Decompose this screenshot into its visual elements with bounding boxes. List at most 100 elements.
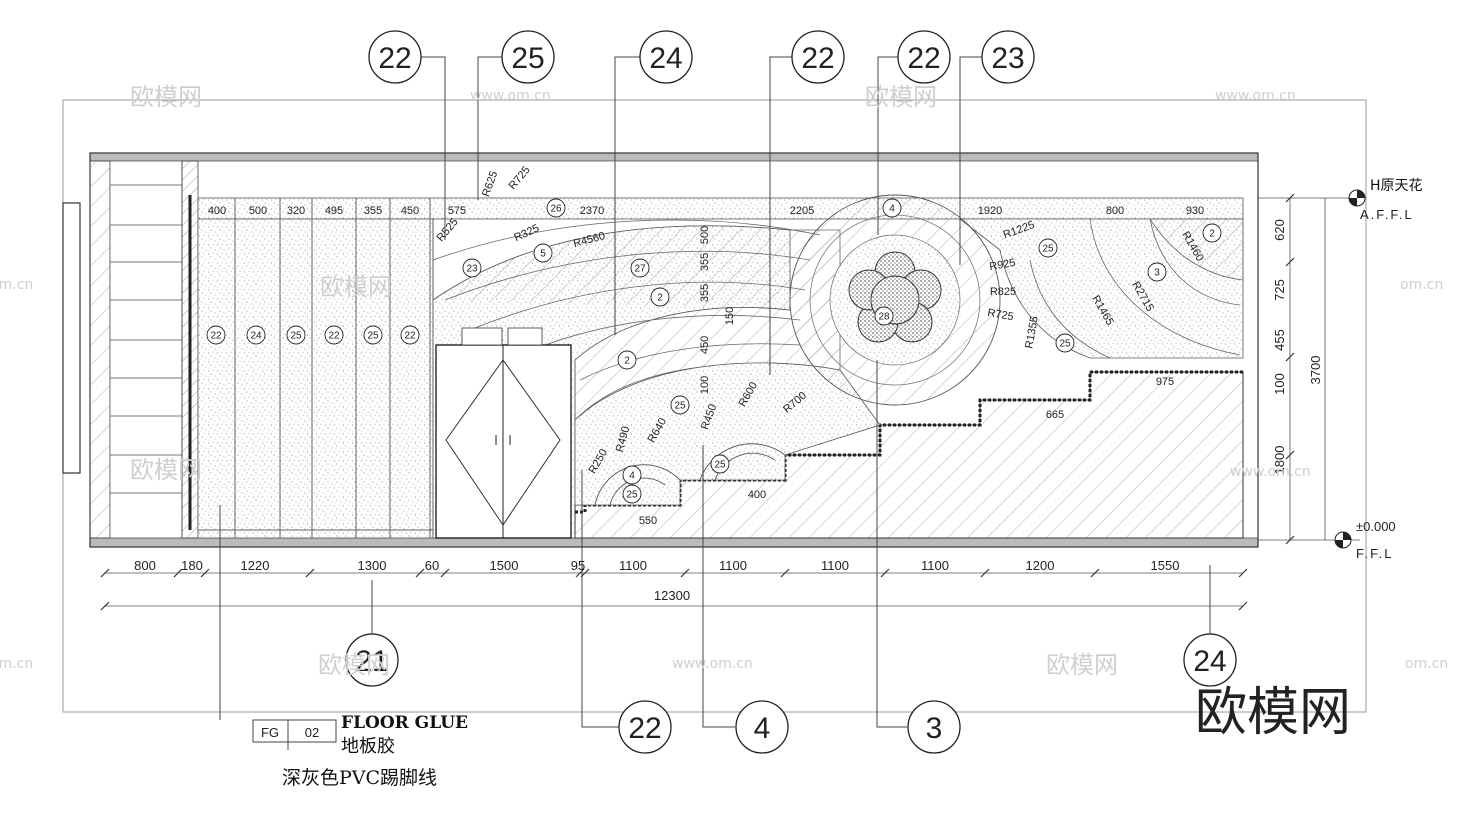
dim-stair-value: 975 (1156, 376, 1174, 388)
dim-bottom-value: 1100 (821, 558, 849, 573)
watermarks: 欧模网 www.om.cn 欧模网 www.om.cn om.cn 欧模网 om… (0, 83, 1448, 743)
svg-text:om.cn: om.cn (0, 277, 33, 293)
area-tag-label: 25 (626, 490, 638, 501)
dim-lines (105, 197, 1360, 607)
top-callout-label: 25 (511, 42, 544, 75)
radius-label: R1355 (1023, 315, 1040, 349)
left-window-frame (62, 202, 81, 474)
dim-top-value: 575 (448, 205, 466, 217)
area-tag: 25 (670, 395, 690, 415)
dim-bottom-value: 1100 (921, 558, 949, 573)
area-tag: 5 (533, 243, 553, 263)
panel-tag: 22 (206, 325, 226, 345)
circle-medallion (789, 194, 1001, 406)
wave-lines (432, 219, 821, 381)
area-tag-label: 27 (634, 264, 646, 275)
top-callout-label: 24 (649, 42, 682, 75)
area-tag: 27 (630, 258, 650, 278)
radius-label: R525 (435, 216, 461, 244)
area-tag: 4 (622, 465, 642, 485)
speckled-panels (197, 198, 434, 539)
panel-tag: 25 (363, 325, 383, 345)
top-callout-0: 22 (368, 30, 422, 84)
ceiling-band (89, 152, 1259, 162)
svg-text:FLOOR GLUE: FLOOR GLUE (341, 713, 468, 733)
dim-bottom-value: 180 (181, 558, 203, 573)
area-tag: 3 (1147, 262, 1167, 282)
area-tag-label: 25 (714, 460, 726, 471)
svg-text:FG: FG (261, 725, 279, 740)
right-upper-region (958, 218, 1244, 359)
area-tag-label: 4 (889, 204, 895, 215)
dim-top-value: 320 (287, 205, 305, 217)
bottom-callout-3: 3 (907, 700, 961, 754)
area-tag: 25 (622, 484, 642, 504)
dim-bottom-value: 95 (571, 558, 585, 573)
panel-tag: 25 (286, 325, 306, 345)
area-tag-label: 2 (657, 293, 663, 304)
dim-vmid-value: 355 (699, 253, 711, 271)
svg-text:欧模网: 欧模网 (318, 651, 390, 679)
svg-text:A.F.F.L: A.F.F.L (1360, 207, 1414, 222)
left-wall-hatch (89, 160, 111, 539)
svg-text:www.om.cn: www.om.cn (1230, 464, 1311, 480)
radius-label: R925 (988, 257, 1016, 273)
svg-text:www.om.cn: www.om.cn (470, 88, 551, 104)
dim-bottom-value: 1550 (1151, 558, 1180, 573)
dim-top-value: 400 (208, 205, 226, 217)
area-tag: 2 (617, 350, 637, 370)
top-callout-3: 22 (791, 30, 845, 84)
dim-top-value: 500 (249, 205, 267, 217)
svg-text:深灰色PVC踢脚线: 深灰色PVC踢脚线 (282, 767, 437, 789)
dim-vmid-value: 355 (699, 284, 711, 302)
dim-bottom-value: 1500 (490, 558, 519, 573)
dim-top-value: 355 (364, 205, 382, 217)
area-tag: 28 (874, 306, 894, 326)
radius-label: R725 (987, 307, 1015, 323)
dim-bottom-value: 1220 (241, 558, 270, 573)
panel-tag-label: 22 (404, 331, 416, 342)
bottom-callout-label: 3 (926, 712, 943, 745)
svg-text:om.cn: om.cn (0, 656, 33, 672)
brand-logo: 欧模网 (1195, 683, 1351, 743)
area-tag: 2 (650, 287, 670, 307)
svg-text:www.om.cn: www.om.cn (672, 656, 753, 672)
bottom-callout-label: 4 (754, 712, 771, 745)
level-marker-bottom: ±0.000 F.F.L (1334, 519, 1396, 561)
bottom-callout-4: 24 (1183, 633, 1237, 687)
bottom-callout-label: 22 (628, 712, 661, 745)
svg-text:02: 02 (305, 725, 319, 740)
svg-text:地板胶: 地板胶 (341, 736, 395, 757)
dim-right-value: 100 (1272, 373, 1287, 395)
svg-text:F.F.L: F.F.L (1356, 546, 1393, 561)
bottom-callout-0: 21 (345, 633, 399, 687)
shelf-unit (109, 160, 199, 539)
panel-tag: 22 (400, 325, 420, 345)
panel-tag-label: 22 (210, 331, 222, 342)
area-tag-label: 2 (624, 356, 630, 367)
panel-tag-label: 25 (290, 331, 302, 342)
radius-label: R325 (512, 222, 541, 244)
top-callout-label: 22 (378, 42, 411, 75)
area-tag: 25 (1055, 333, 1075, 353)
radius-label: R725 (507, 164, 533, 192)
bottom-callout-1: 22 (618, 700, 672, 754)
dim-bottom-value: 1100 (619, 558, 647, 573)
dim-top-value: 930 (1186, 205, 1204, 217)
dim-stair-value: 550 (639, 515, 657, 527)
top-callout-4: 22 (897, 30, 951, 84)
svg-text:欧模网: 欧模网 (130, 83, 202, 111)
top-callout-1: 25 (501, 30, 555, 84)
lower-fan-region (574, 362, 881, 506)
level-marker-top: H原天花 A.F.F.L (1348, 178, 1423, 222)
dim-bottom-value: 1200 (1026, 558, 1055, 573)
dim-right-value: 620 (1272, 219, 1287, 241)
callout-leaders (219, 56, 1211, 728)
area-tag-label: 3 (1154, 268, 1160, 279)
panel-tag-label: 24 (250, 331, 262, 342)
